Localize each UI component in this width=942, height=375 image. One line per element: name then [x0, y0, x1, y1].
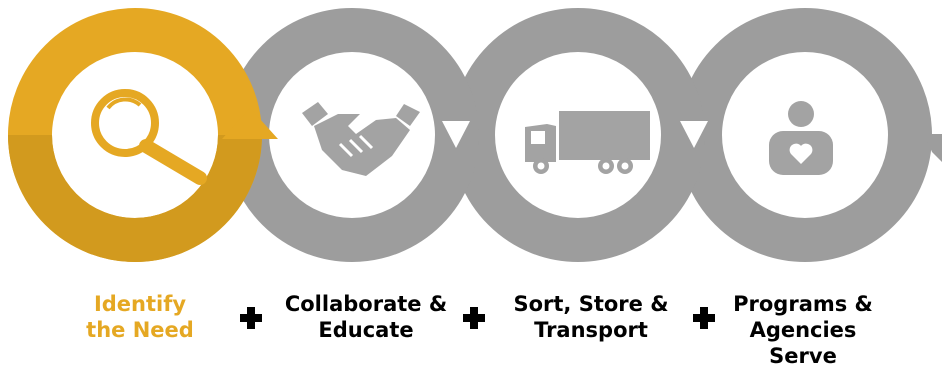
ring-arrowhead	[222, 108, 278, 139]
plus-icon	[240, 307, 262, 329]
step-ring-1	[8, 8, 278, 262]
plus-icon	[693, 307, 715, 329]
person-heart-icon	[769, 101, 833, 175]
step-label-3: Sort, Store & Transport	[513, 292, 669, 342]
step-label-2: Collaborate & Educate	[284, 292, 448, 342]
plus-icon	[463, 307, 485, 329]
truck-icon	[525, 111, 650, 174]
step-label-1: Identify the Need	[86, 292, 194, 342]
step-label-4: Programs & Agencies Serve	[733, 292, 873, 368]
handshake-icon	[302, 102, 420, 176]
magnifying-glass-icon	[91, 89, 207, 185]
